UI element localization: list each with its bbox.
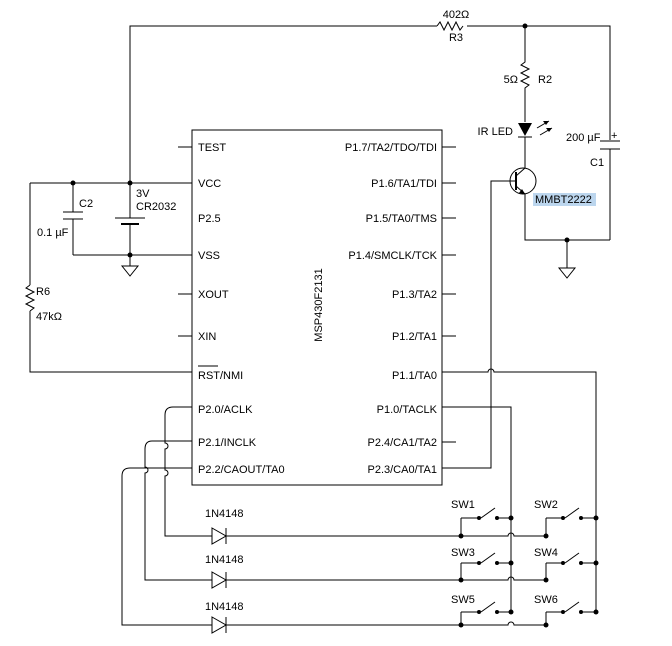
sw5-label: SW5 [451, 594, 475, 606]
transistor-label: MMBT2222 [535, 194, 592, 206]
r2-value: 5Ω [504, 74, 518, 86]
r2-resistor [519, 26, 531, 122]
sw6-label: SW6 [534, 594, 558, 606]
sw3-label: SW3 [451, 547, 475, 559]
right-pin-stubs [442, 146, 456, 443]
sw1-label: SW1 [451, 499, 475, 511]
c2-value: 0.1 µF [37, 227, 69, 239]
pin-vss: VSS [198, 250, 220, 262]
left-routing [121, 406, 203, 626]
diode-1 [203, 527, 461, 545]
sw2-label: SW2 [534, 499, 558, 511]
pin-p2-0: P2.0/ACLK [198, 404, 253, 416]
battery-part: CR2032 [136, 201, 176, 213]
r3-ref: R3 [449, 32, 463, 44]
pin-p1-7: P1.7/TA2/TDO/TDI [345, 142, 437, 154]
pin-xin: XIN [198, 331, 216, 343]
pin-p1-5: P1.5/TA0/TMS [366, 213, 437, 225]
ir-led-label: IR LED [478, 126, 514, 138]
pin-p1-1: P1.1/TA0 [392, 370, 437, 382]
pin-p2-5: P2.5 [198, 213, 221, 225]
pin-rst-nmi: RST/NMI [198, 370, 243, 382]
pin-p2-2: P2.2/CAOUT/TA0 [198, 464, 285, 476]
c2-ref: C2 [79, 198, 93, 210]
pin-p1-4: P1.4/SMCLK/TCK [348, 250, 437, 262]
battery-voltage: 3V [136, 188, 150, 200]
c1-value: 200 µF [566, 132, 601, 144]
ground-right [557, 240, 577, 279]
pin-vcc: VCC [198, 178, 221, 190]
pin-p1-6: P1.6/TA1/TDI [371, 178, 437, 190]
pin-test: TEST [198, 142, 226, 154]
ir-led [518, 120, 553, 168]
c1-ref: C1 [590, 157, 604, 169]
chip-name: MSP430F2131 [313, 268, 325, 341]
pin-p1-2: P1.2/TA1 [392, 331, 437, 343]
r6-ref: R6 [36, 286, 50, 298]
r6-value: 47kΩ [36, 311, 62, 323]
c1-polarity: + [611, 130, 617, 142]
sw1-switch [458, 507, 514, 539]
sw3-switch [458, 552, 514, 583]
r3-value: 402Ω [443, 9, 470, 21]
transistor [490, 167, 610, 400]
sw4-label: SW4 [534, 547, 558, 559]
sw5-switch [458, 601, 514, 628]
diode-1-label: 1N4148 [205, 508, 244, 520]
right-routing [442, 368, 597, 612]
left-pin-stubs [178, 146, 192, 337]
c1-capacitor [600, 140, 620, 240]
pin-p1-3: P1.3/TA2 [392, 289, 437, 301]
pin-xout: XOUT [198, 289, 229, 301]
top-rail [129, 20, 611, 183]
row3-link [461, 621, 546, 626]
sw2-switch [543, 507, 599, 539]
pin-p2-3: P2.3/CA0/TA1 [368, 464, 438, 476]
chip-body [191, 129, 443, 486]
pin-p1-0: P1.0/TACLK [377, 404, 438, 416]
diode-3 [203, 616, 461, 634]
r2-ref: R2 [538, 74, 552, 86]
diode-2-label: 1N4148 [205, 554, 244, 566]
pin-p2-4: P2.4/CA1/TA2 [368, 437, 438, 449]
pin-p2-1: P2.1/INCLK [198, 437, 257, 449]
row2-link [461, 576, 546, 581]
transistor-label-bg [533, 193, 596, 206]
row1-link [461, 532, 546, 537]
diode-3-label: 1N4148 [205, 601, 244, 613]
diode-2 [203, 571, 461, 589]
vcc-network [24, 180, 192, 373]
